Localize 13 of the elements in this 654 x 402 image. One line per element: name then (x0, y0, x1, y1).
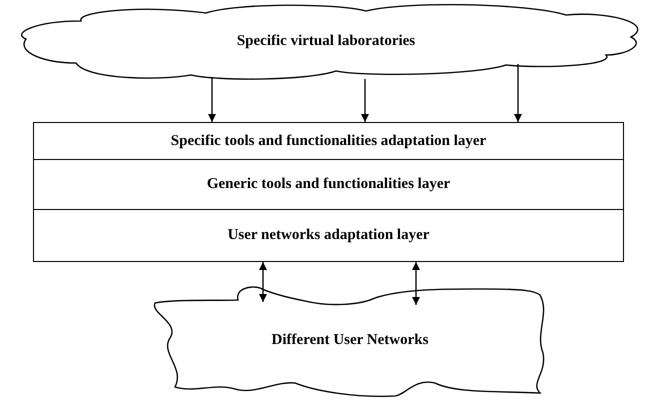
arrow (514, 64, 522, 122)
cloud-label: Different User Networks (272, 332, 428, 349)
layer-label: User networks adaptation layer (228, 227, 430, 244)
layer-label: Generic tools and functionalities layer (206, 176, 450, 193)
layer-box (33, 160, 624, 210)
layer-box (33, 210, 624, 262)
layer-box (33, 122, 624, 160)
arrow (361, 79, 369, 122)
layer-label: Specific tools and functionalities adaptation layer (170, 132, 486, 150)
arrow (412, 262, 420, 305)
arrow (208, 77, 216, 122)
cloud-label: Specific virtual laboratories (236, 33, 416, 50)
arrow (259, 262, 267, 302)
